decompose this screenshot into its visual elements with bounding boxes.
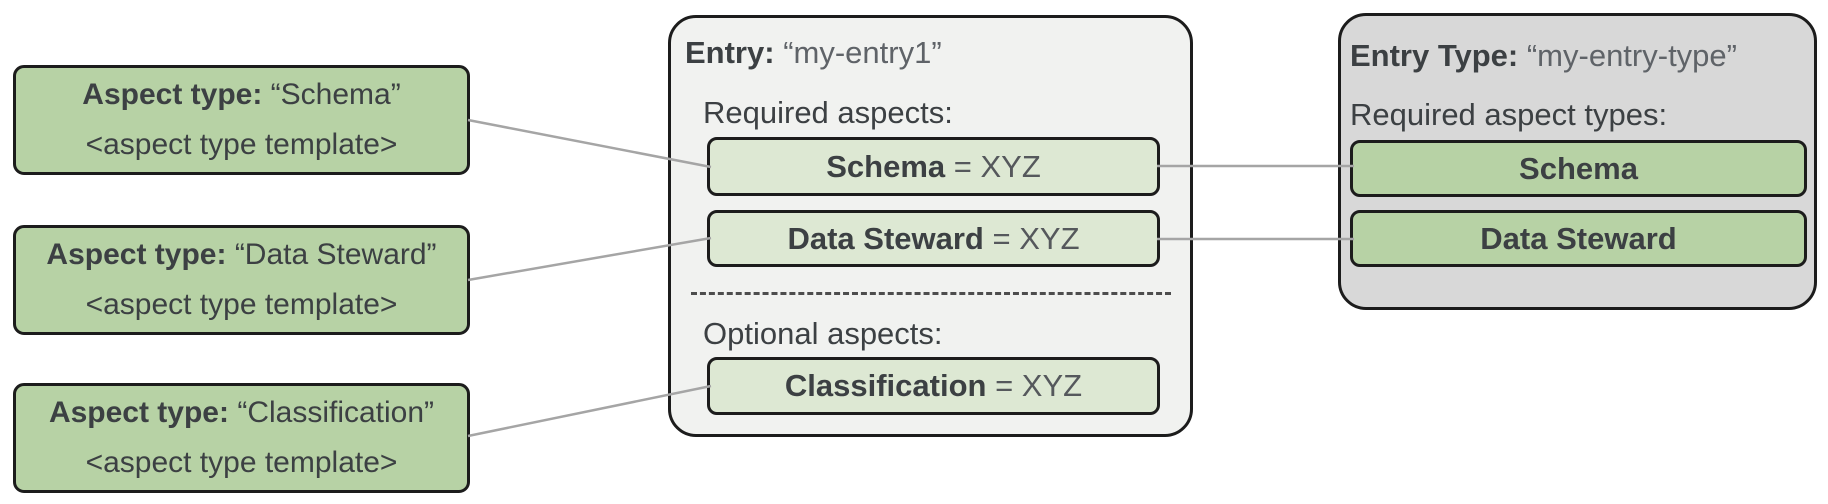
aspect-type-box-schema: Aspect type: “Schema” <aspect type templ… bbox=[13, 65, 470, 175]
aspect-type-classification-template: <aspect type template> bbox=[85, 446, 398, 479]
entry-type-title: Entry Type: “my-entry-type” bbox=[1350, 38, 1737, 73]
entry-title: Entry: “my-entry1” bbox=[685, 35, 942, 70]
entry-type-chip-data-steward: Data Steward bbox=[1350, 210, 1807, 267]
aspect-type-classification-title: Aspect type: “Classification” bbox=[48, 396, 435, 429]
aspect-type-data-steward-title: Aspect type: “Data Steward” bbox=[46, 238, 437, 271]
required-aspect-types-label: Required aspect types: bbox=[1350, 97, 1668, 132]
optional-aspects-label: Optional aspects: bbox=[703, 316, 943, 351]
aspect-type-data-steward-template: <aspect type template> bbox=[85, 288, 398, 321]
aspect-type-box-classification: Aspect type: “Classification” <aspect ty… bbox=[13, 383, 470, 493]
entry-aspect-chip-data-steward: Data Steward = XYZ bbox=[707, 210, 1160, 267]
aspect-type-schema-template: <aspect type template> bbox=[85, 128, 398, 161]
entry-type-chip-schema: Schema bbox=[1350, 140, 1807, 197]
aspect-type-box-data-steward: Aspect type: “Data Steward” <aspect type… bbox=[13, 225, 470, 335]
entry-box: Entry: “my-entry1” Required aspects: Sch… bbox=[668, 15, 1193, 437]
required-aspects-label: Required aspects: bbox=[703, 95, 953, 130]
entry-aspect-chip-classification: Classification = XYZ bbox=[707, 357, 1160, 415]
required-optional-divider bbox=[691, 292, 1171, 295]
entry-aspect-chip-schema: Schema = XYZ bbox=[707, 137, 1160, 196]
aspect-type-schema-title: Aspect type: “Schema” bbox=[82, 78, 401, 111]
entry-type-box: Entry Type: “my-entry-type” Required asp… bbox=[1338, 13, 1817, 310]
